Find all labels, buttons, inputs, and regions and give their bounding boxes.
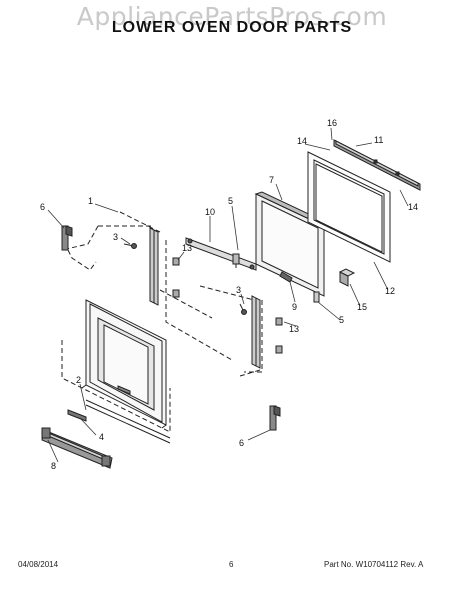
door-handle: [41, 427, 113, 469]
footer-part-number: Part No. W10704112 Rev. A: [324, 560, 424, 569]
page-title: LOWER OVEN DOOR PARTS: [111, 19, 353, 36]
right-side-rail: [199, 285, 263, 377]
callout-5-upper: 5: [228, 196, 233, 206]
top-vent-trim: [333, 139, 421, 191]
inner-glass-panel: [254, 191, 332, 297]
callout-6-right: 6: [239, 438, 244, 448]
watermark: AppliancePartsPros.com: [76, 2, 388, 31]
spacer-block: [313, 291, 320, 303]
footer-date: 04/08/2014: [18, 560, 59, 569]
clip-upper-b: [172, 289, 180, 298]
callout-16: 16: [327, 118, 337, 128]
callout-5-lower: 5: [339, 315, 344, 325]
middle-glass-frame: [307, 151, 391, 263]
left-side-rail: [61, 211, 233, 361]
callout-labels: 16 14 11 7 6 1 5 10 3 13 14 12 3 9 15 13…: [40, 118, 418, 471]
callout-15: 15: [357, 302, 367, 312]
right-hinge: [269, 405, 281, 431]
callout-11: 11: [374, 135, 383, 145]
spring-block: [338, 268, 356, 287]
screw-upper: [123, 243, 137, 249]
bottom-trim: [67, 399, 171, 444]
vent-badge: [117, 385, 131, 395]
callout-10: 10: [205, 207, 215, 217]
callout-1: 1: [88, 196, 93, 206]
callout-7: 7: [269, 175, 274, 185]
callout-8: 8: [51, 461, 56, 471]
clip-lower-b: [275, 345, 283, 354]
callout-9: 9: [292, 302, 297, 312]
left-hinge: [61, 225, 97, 271]
callout-14-top: 14: [297, 136, 307, 146]
clip-lower-a: [275, 317, 283, 326]
callout-2: 2: [76, 375, 81, 385]
footer-page-number: 6: [229, 560, 234, 569]
callout-13-upper: 13: [182, 243, 192, 253]
leader-lines: [47, 127, 409, 463]
callout-13-lower: 13: [289, 324, 299, 334]
callout-14-right: 14: [408, 202, 418, 212]
callout-3-lower: 3: [236, 285, 241, 295]
outer-door-panel: [61, 299, 171, 433]
top-bracket: [185, 237, 257, 271]
callout-4: 4: [99, 432, 104, 442]
callout-3-upper: 3: [113, 232, 118, 242]
screw-lower: [239, 303, 247, 315]
callout-12: 12: [385, 286, 395, 296]
callout-6-left: 6: [40, 202, 45, 212]
clip-upper-a: [172, 257, 180, 266]
